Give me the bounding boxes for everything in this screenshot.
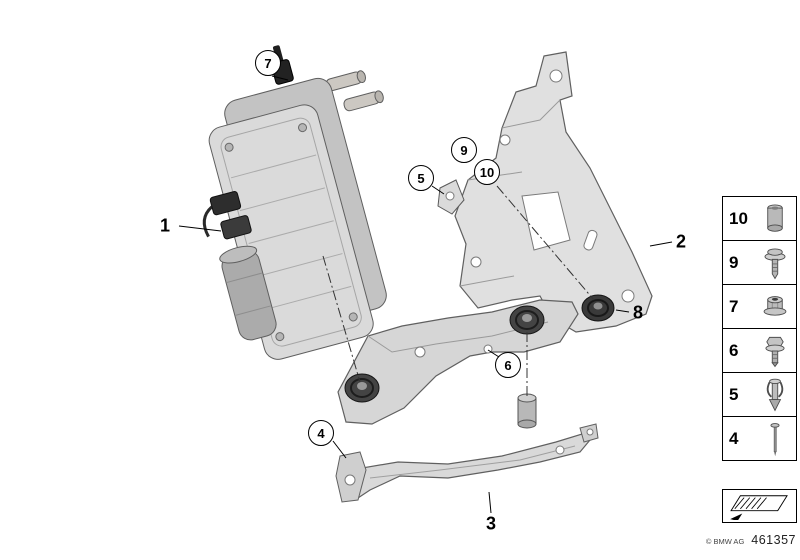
legend-label: 7 — [729, 296, 739, 316]
spacer-sleeve — [517, 393, 537, 429]
legend-row-9: 9 — [722, 240, 797, 285]
connector-wire — [202, 205, 213, 238]
diagram-number: 461357 — [751, 533, 796, 547]
callout-6: 6 — [495, 352, 521, 378]
hatched-plane-symbol — [729, 495, 788, 520]
support-bracket — [337, 299, 579, 429]
leader-lines — [178, 75, 673, 514]
callout-8: 8 — [632, 302, 644, 323]
copyright-text: © BMW AG — [705, 537, 745, 546]
legend-label: 9 — [729, 252, 739, 272]
callout-5: 5 — [408, 165, 434, 191]
callout-4: 4 — [308, 420, 334, 446]
legend-row-7: 7 — [722, 284, 797, 329]
heater-canister — [219, 245, 277, 341]
pin-icon — [770, 422, 780, 456]
hex-bolt-icon — [765, 336, 785, 367]
lower-strap-bracket — [335, 423, 599, 503]
callout-7: 7 — [255, 50, 281, 76]
legend-row-10: 10 — [722, 196, 797, 241]
legend-label: 6 — [729, 340, 739, 360]
legend-label: 5 — [729, 384, 739, 404]
legend-label: 10 — [729, 208, 748, 228]
footer: © BMW AG 461357 — [676, 533, 796, 547]
screw-washer-icon — [764, 247, 786, 279]
page-reference-symbol-box — [722, 489, 797, 523]
callout-2: 2 — [675, 231, 687, 252]
legend-row-5: 5 — [722, 372, 797, 417]
callout-9: 9 — [451, 137, 477, 163]
legend-panel: 10 9 7 — [722, 196, 797, 461]
callout-1: 1 — [159, 215, 171, 236]
legend-row-6: 6 — [722, 328, 797, 373]
callout-10: 10 — [474, 159, 500, 185]
connector-plug — [209, 190, 242, 216]
rubber-grommet — [509, 305, 545, 335]
rubber-mount-8 — [581, 294, 615, 322]
assembly-axis-lines — [322, 185, 595, 396]
mounting-bracket — [454, 51, 653, 333]
connector-plug — [220, 215, 252, 240]
legend-row-4: 4 — [722, 416, 797, 461]
expanding-clip-icon — [766, 378, 784, 411]
sleeve-icon — [767, 203, 783, 232]
small-clip-bracket — [437, 179, 465, 215]
legend-label: 4 — [729, 428, 739, 448]
rubber-grommet — [344, 373, 380, 403]
heater-unit — [202, 45, 387, 360]
callout-3: 3 — [485, 513, 497, 534]
flange-nut-icon — [763, 295, 787, 316]
